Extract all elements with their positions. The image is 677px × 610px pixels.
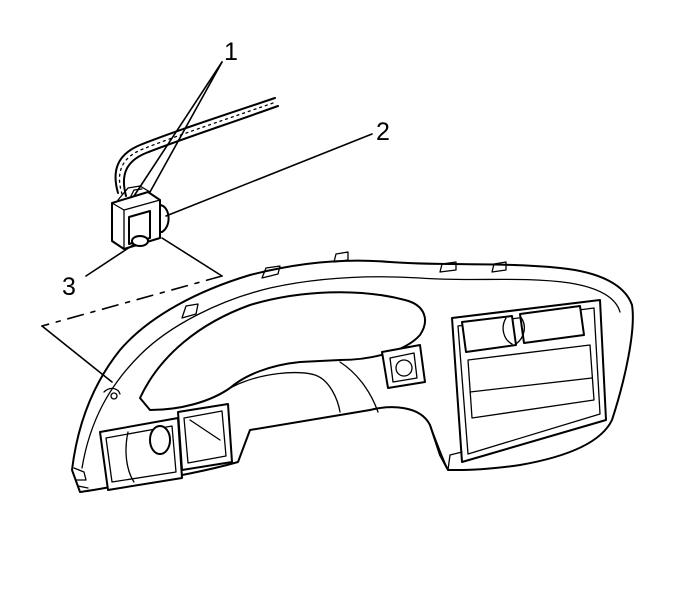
leader-lines <box>41 61 373 383</box>
wire-harness <box>114 97 279 197</box>
callout-1: 1 <box>224 38 238 66</box>
instrument-panel <box>71 251 634 493</box>
switch-assembly <box>111 185 170 250</box>
callout-3: 3 <box>62 273 76 301</box>
callout-2: 2 <box>376 118 390 146</box>
